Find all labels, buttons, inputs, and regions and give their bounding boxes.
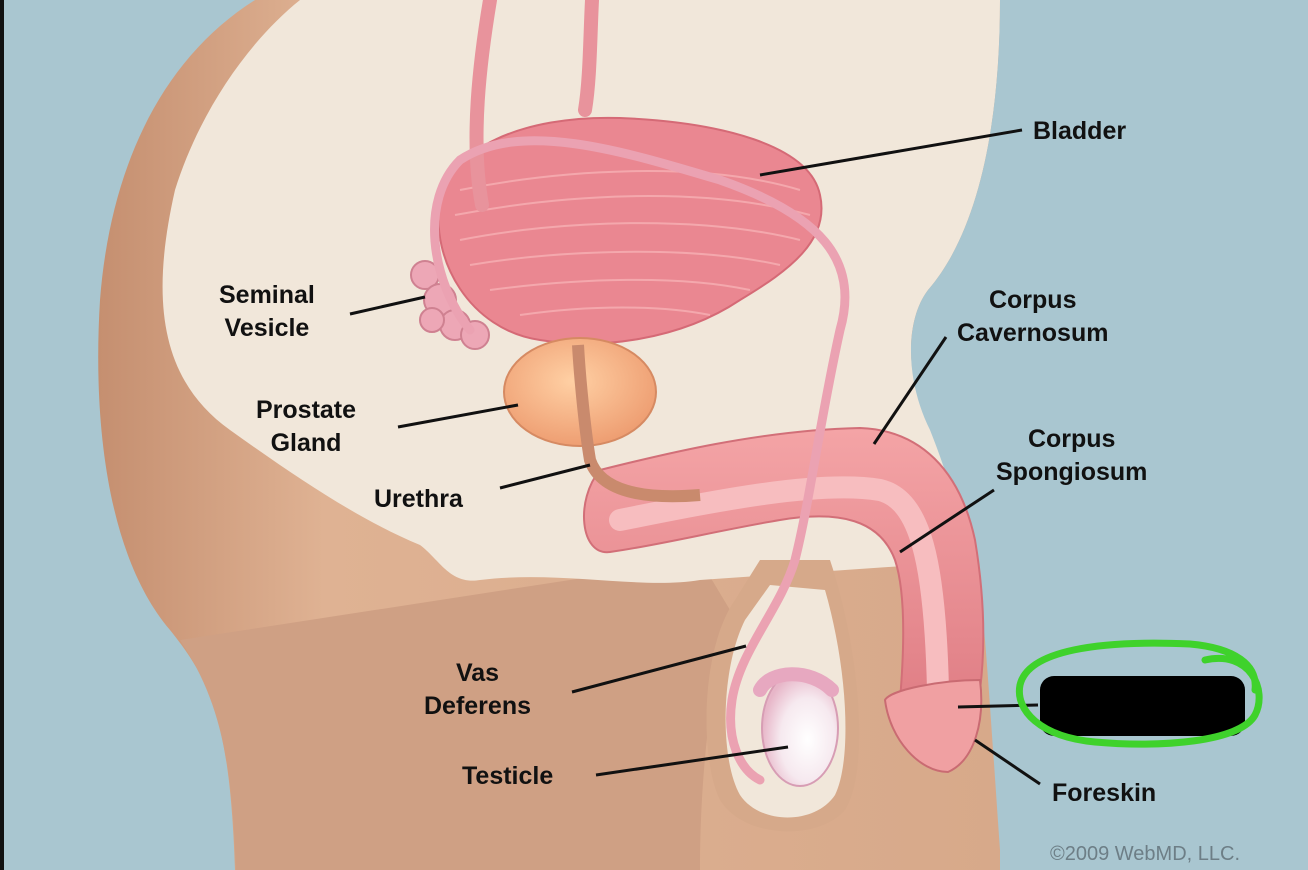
label-spongiosum-line2: Spongiosum — [996, 456, 1147, 489]
redaction-bar — [1040, 676, 1245, 736]
ureter-right — [585, 0, 592, 110]
label-urethra: Urethra — [374, 483, 463, 516]
label-urethra-text: Urethra — [374, 483, 463, 516]
label-corpus-spongiosum: Corpus Spongiosum — [996, 423, 1147, 489]
left-border — [0, 0, 4, 870]
label-foreskin: Foreskin — [1052, 777, 1156, 810]
label-testicle-text: Testicle — [462, 760, 553, 793]
label-seminal-vesicle-line2: Vesicle — [219, 312, 315, 345]
label-cavernosum-line2: Cavernosum — [957, 317, 1108, 350]
copyright-notice: ©2009 WebMD, LLC. — [1050, 843, 1240, 866]
label-bladder: Bladder — [1033, 115, 1126, 148]
label-vas-line2: Deferens — [424, 690, 531, 723]
label-seminal-vesicle: Seminal Vesicle — [219, 279, 315, 345]
label-seminal-vesicle-line1: Seminal — [219, 279, 315, 312]
label-prostate-gland: Prostate Gland — [256, 394, 356, 460]
label-vas-deferens: Vas Deferens — [424, 657, 531, 723]
label-prostate-line1: Prostate — [256, 394, 356, 427]
label-corpus-cavernosum: Corpus Cavernosum — [957, 284, 1108, 350]
label-spongiosum-line1: Corpus — [996, 423, 1147, 456]
label-cavernosum-line1: Corpus — [957, 284, 1108, 317]
label-foreskin-text: Foreskin — [1052, 777, 1156, 810]
label-vas-line1: Vas — [424, 657, 531, 690]
label-prostate-line2: Gland — [256, 427, 356, 460]
label-testicle: Testicle — [462, 760, 553, 793]
label-bladder-text: Bladder — [1033, 115, 1126, 148]
